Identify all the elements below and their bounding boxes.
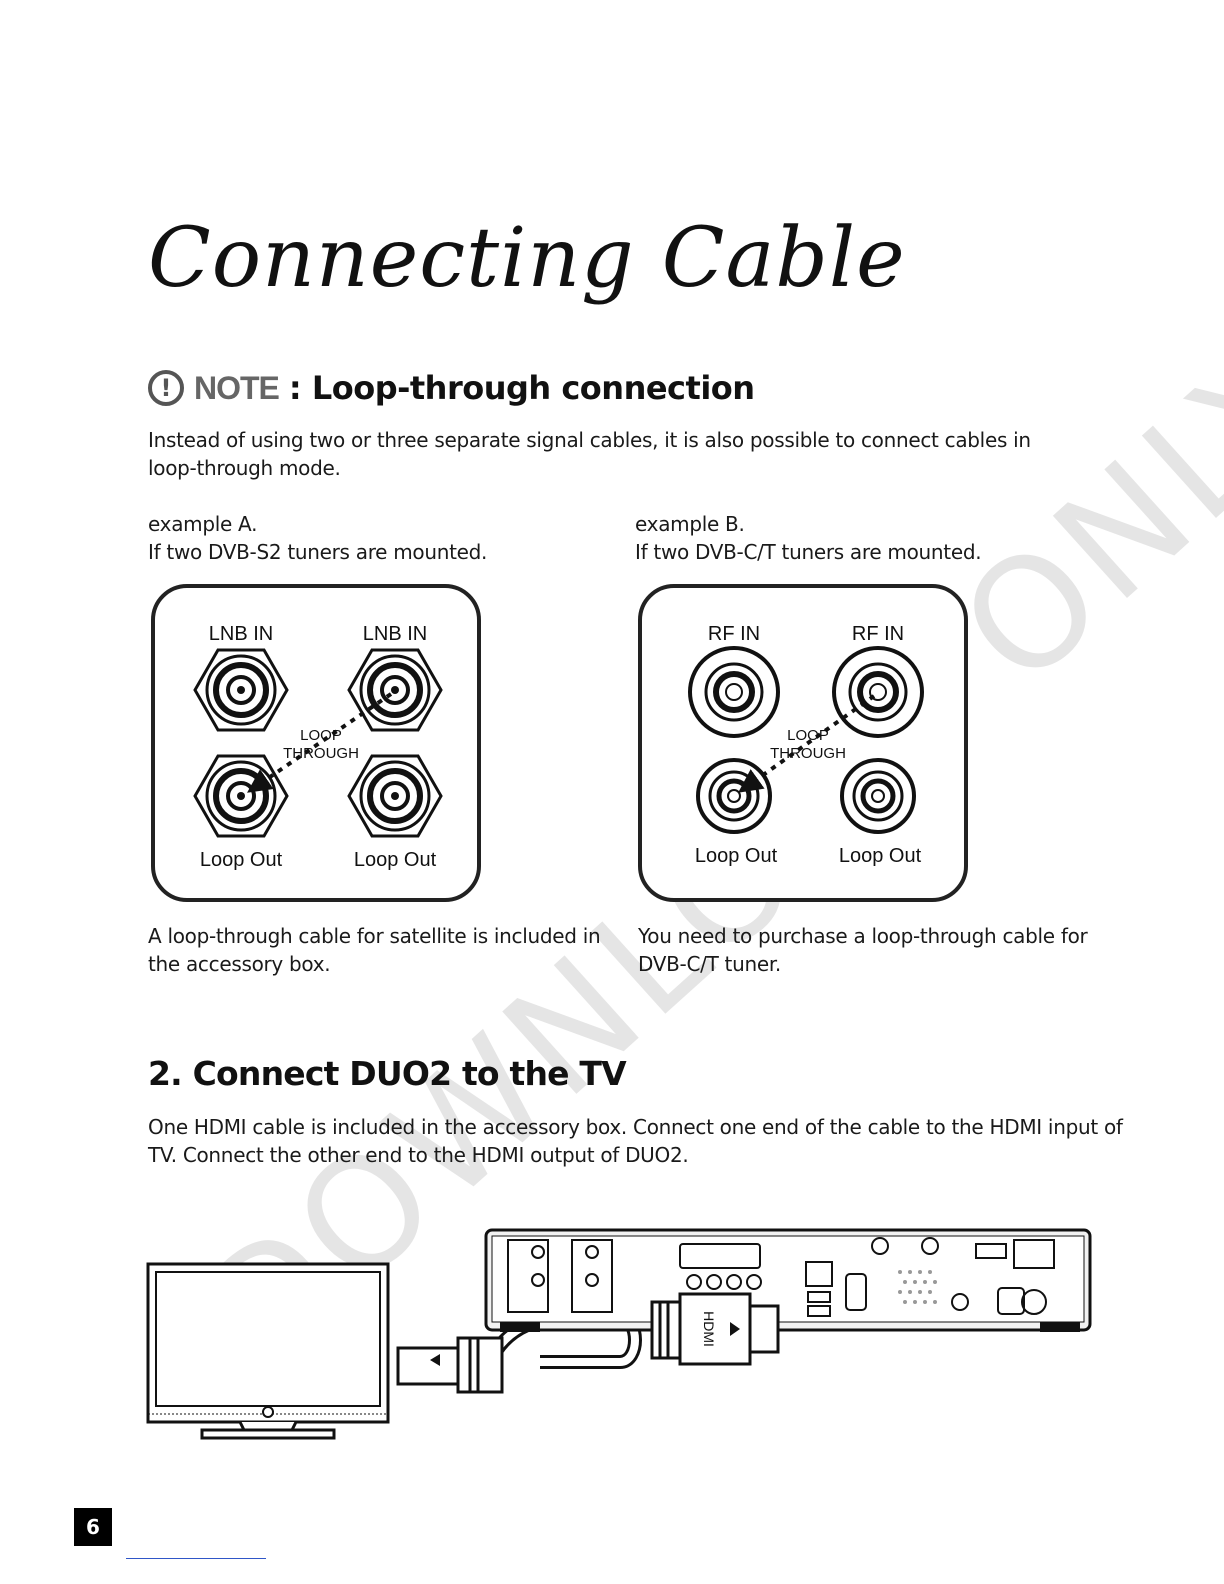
example-b-diagram: RF IN RF IN LOOP THROUGH Lo [638, 584, 968, 902]
rf-in-connector-right [832, 646, 924, 738]
example-b-connectors: RF IN RF IN LOOP THROUGH Lo [688, 623, 924, 867]
loop-through-label-line2: THROUGH [770, 745, 846, 762]
section-2-paragraph: One HDMI cable is included in the access… [148, 1115, 1123, 1167]
rf-in-label-right: RF IN [852, 623, 904, 645]
loop-through-label-line1: LOOP [787, 727, 829, 744]
hdmi-plug-receiver: HDMI [650, 1292, 780, 1366]
note-heading: ! NOTE : Loop-through connection [148, 366, 755, 410]
example-a-header: example A. If two DVB-S2 tuners are moun… [148, 510, 608, 566]
hdmi-connection-illustration: HDMI [146, 1228, 1092, 1440]
loop-out-label-right: Loop Out [354, 849, 437, 871]
example-a-label: example A. [148, 512, 258, 536]
loop-out-label-left: Loop Out [695, 845, 778, 867]
loop-out-connector-right [840, 758, 916, 834]
example-a-connectors: LNB IN LNB IN [193, 623, 443, 871]
loop-out-label-left: Loop Out [200, 849, 283, 871]
note-title: : Loop-through connection [288, 369, 755, 407]
example-b-desc: If two DVB-C/T tuners are mounted. [635, 540, 982, 564]
hdmi-plug-label: HDMI [701, 1311, 717, 1347]
tv-icon [146, 1262, 390, 1440]
hdmi-plug-tv [396, 1336, 504, 1394]
loop-out-connector-left [193, 754, 289, 838]
note-label: NOTE [194, 369, 280, 406]
loop-through-label-line2: THROUGH [283, 745, 359, 762]
loop-out-connector-left [696, 758, 772, 834]
page-number: 6 [74, 1508, 112, 1546]
loop-out-connector-right [347, 754, 443, 838]
lnb-in-connector-left [193, 648, 289, 732]
rf-in-label-left: RF IN [708, 623, 760, 645]
example-a-caption: A loop-through cable for satellite is in… [148, 924, 601, 976]
lnb-in-connector-right [347, 648, 443, 732]
exclamation-circle-icon: ! [148, 370, 184, 406]
example-b-label: example B. [635, 512, 745, 536]
loop-out-label-right: Loop Out [839, 845, 922, 867]
example-a-desc: If two DVB-S2 tuners are mounted. [148, 540, 488, 564]
lnb-in-label-right: LNB IN [363, 623, 427, 645]
rf-in-connector-left [688, 646, 780, 738]
section-2-heading: 2. Connect DUO2 to the TV [148, 1054, 627, 1093]
example-b-header: example B. If two DVB-C/T tuners are mou… [635, 510, 1115, 566]
loop-through-label-line1: LOOP [300, 727, 342, 744]
footer-rule [126, 1558, 266, 1559]
lnb-in-label-left: LNB IN [209, 623, 273, 645]
example-a-diagram: LNB IN LNB IN [151, 584, 481, 902]
loop-through-arrow [738, 694, 876, 793]
page-title: Connecting Cable [148, 211, 906, 306]
example-b-caption: You need to purchase a loop-through cabl… [638, 924, 1088, 976]
duo2-receiver-back-panel [484, 1228, 1092, 1332]
intro-paragraph: Instead of using two or three separate s… [148, 428, 1031, 480]
